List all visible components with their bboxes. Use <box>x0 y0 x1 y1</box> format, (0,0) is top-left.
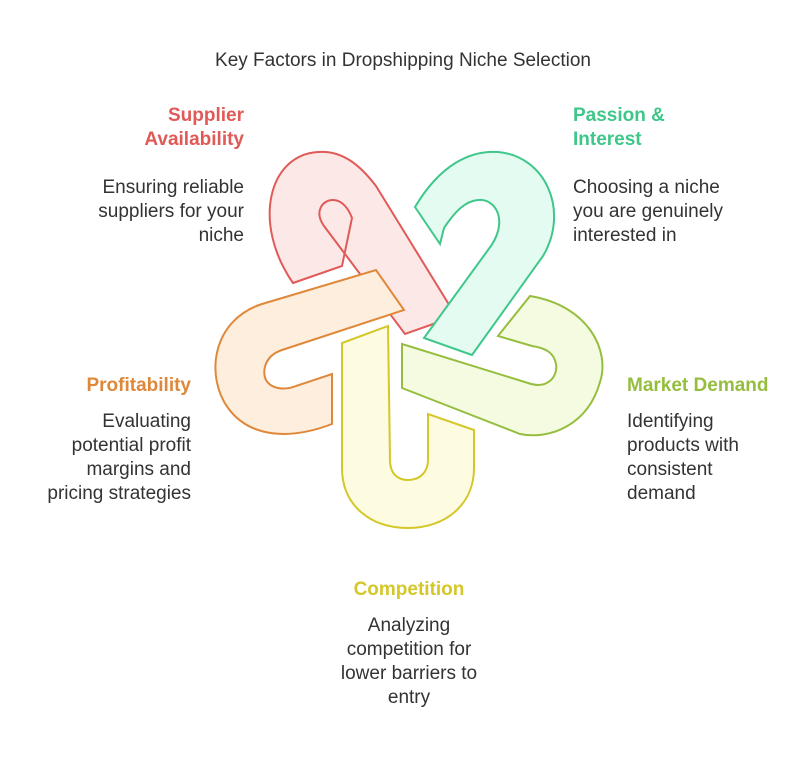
supplier-desc-line-2: suppliers for your <box>98 201 244 222</box>
passion-desc-line-1: Choosing a niche <box>573 177 720 198</box>
profitability-desc-line-1: Evaluating <box>102 411 191 432</box>
profitability-desc-line-2: potential profit <box>71 435 191 456</box>
supplier-title-line-2: Availability <box>144 129 244 150</box>
market-title: Market Demand <box>627 374 769 398</box>
market-title-text: Market Demand <box>627 375 769 396</box>
supplier-desc-line-1: Ensuring reliable <box>102 177 244 198</box>
market-desc-line-2: products with <box>627 435 739 456</box>
supplier-desc-line-3: niche <box>198 225 244 246</box>
market-description: Identifying products with consistent dem… <box>627 410 739 506</box>
profitability-desc-line-3: margins and <box>86 459 191 480</box>
profitability-link <box>214 268 406 435</box>
passion-title-line-1: Passion & <box>573 105 665 126</box>
competition-desc-line-1: Analyzing <box>367 615 451 636</box>
market-desc-line-3: consistent <box>627 459 713 480</box>
competition-desc-line-2: competition for <box>346 639 472 660</box>
market-desc-line-1: Identifying <box>627 411 714 432</box>
profitability-description: Evaluating potential profit margins and … <box>47 410 191 506</box>
passion-desc-line-3: interested in <box>573 225 677 246</box>
supplier-title-line-1: Supplier <box>167 105 244 126</box>
competition-title-text: Competition <box>353 579 465 600</box>
diagram-title: Key Factors in Dropshipping Niche Select… <box>215 50 591 71</box>
competition-title: Competition <box>309 578 509 602</box>
profitability-title: Profitability <box>86 374 191 398</box>
passion-description: Choosing a niche you are genuinely inter… <box>573 176 723 248</box>
competition-desc-line-4: entry <box>387 687 431 708</box>
market-link <box>401 294 604 437</box>
supplier-link <box>268 150 458 336</box>
competition-link <box>341 324 475 530</box>
supplier-description: Ensuring reliable suppliers for your nic… <box>98 176 244 248</box>
profitability-desc-line-4: pricing strategies <box>47 483 191 504</box>
passion-desc-line-2: you are genuinely <box>573 201 723 222</box>
profitability-title-text: Profitability <box>86 375 191 396</box>
passion-title-line-2: Interest <box>573 129 642 150</box>
passion-title: Passion & Interest <box>573 104 665 152</box>
competition-description: Analyzing competition for lower barriers… <box>309 614 509 710</box>
competition-desc-line-3: lower barriers to <box>340 663 478 684</box>
passion-link <box>413 150 556 357</box>
market-desc-line-4: demand <box>627 483 696 504</box>
supplier-title: Supplier Availability <box>144 104 244 152</box>
